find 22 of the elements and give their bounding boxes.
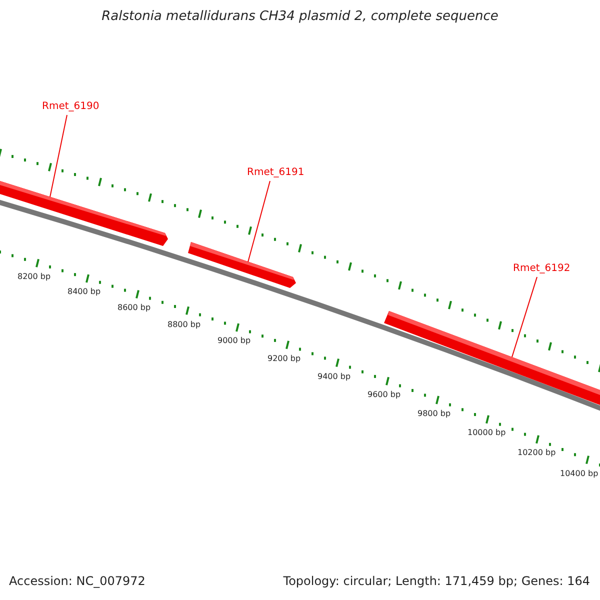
scale-label: 8400 bp (68, 287, 101, 296)
scale-label: 10000 bp (468, 428, 506, 438)
leader-line (248, 180, 270, 262)
scale-label: 10400 bp (560, 468, 598, 478)
gene-bar (0, 181, 168, 246)
scale-label: 9000 bp (218, 336, 251, 346)
leader-line (512, 276, 538, 358)
title: Ralstonia metallidurans CH34 plasmid 2, complete sequence (100, 9, 500, 24)
scale-label: 8600 bp (118, 303, 151, 312)
scale-label: 9200 bp (268, 354, 301, 363)
accession-text: Accession: NC_007972 (9, 574, 146, 588)
gene-bar (188, 242, 296, 288)
scale-label: 8800 bp (168, 320, 201, 329)
scale-label: 10200 bp (518, 448, 556, 458)
scale-label: 9400 bp (318, 372, 351, 381)
summary-text: Topology: circular; Length: 171,459 bp; Genes: 164 (283, 574, 590, 588)
scale-label: 9600 bp (368, 390, 401, 400)
scale-label: 8200 bp (18, 272, 51, 282)
gene-label: Rmet_6190 (42, 101, 100, 112)
leader-line (50, 114, 68, 198)
gene-label: Rmet_6192 (513, 263, 570, 274)
gene-label: Rmet_6191 (247, 167, 304, 178)
